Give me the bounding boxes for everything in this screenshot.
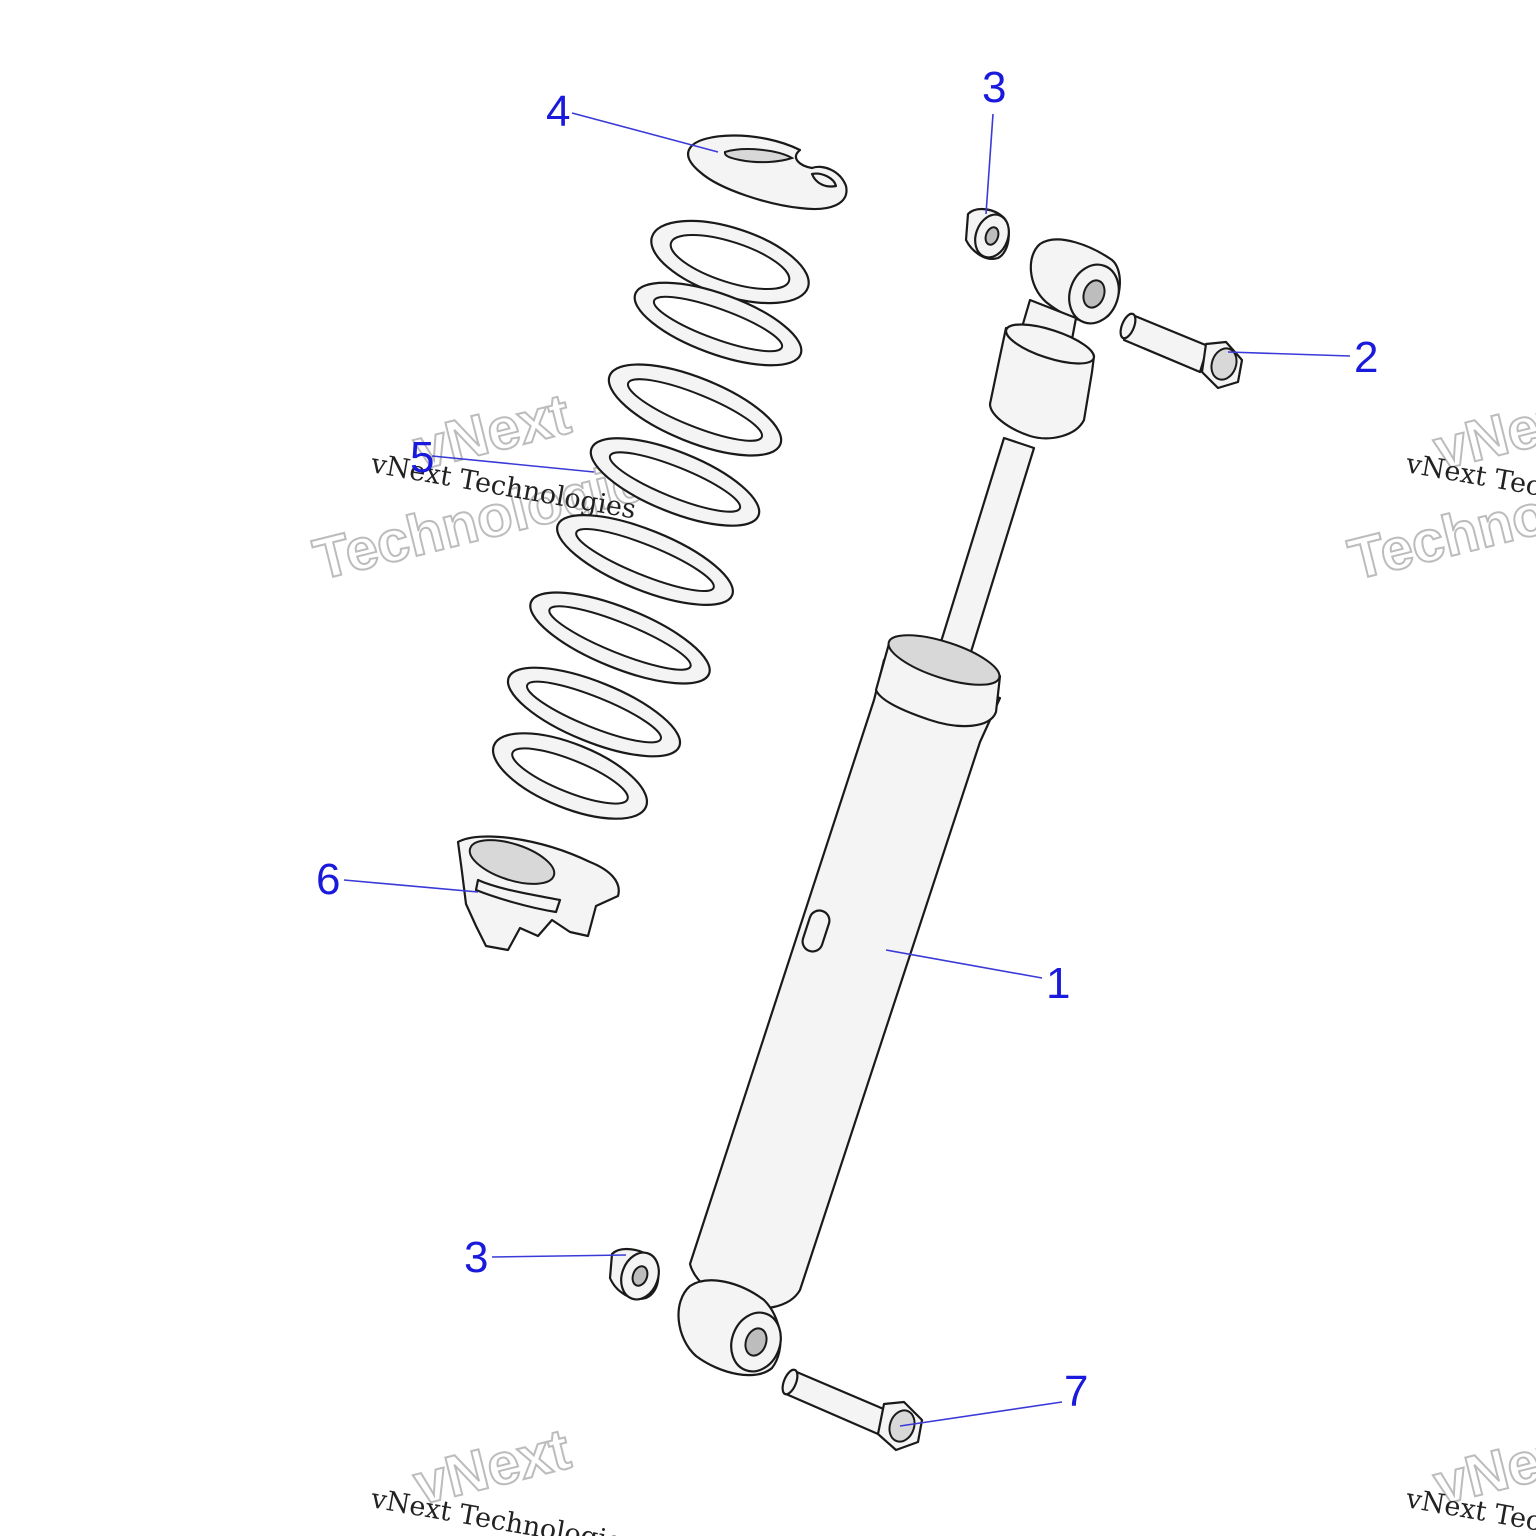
callout-2: 2 (1354, 333, 1378, 382)
callout-3-upper: 3 (982, 63, 1006, 112)
bushing-nut-upper (964, 208, 1010, 260)
callout-labels: 1 2 3 3 4 5 6 7 (316, 63, 1378, 1416)
callout-4: 4 (546, 87, 570, 136)
leader-line-7 (899, 1401, 1063, 1427)
watermark-lower-right: vNext vNext Technologies (1403, 1415, 1536, 1536)
coil-spring (491, 219, 810, 820)
callout-6: 6 (316, 855, 340, 904)
spring-retainer-clip (687, 134, 848, 211)
upper-bolt (1119, 312, 1244, 390)
leader-line-4 (571, 112, 719, 153)
leader-line-6 (343, 879, 479, 893)
callout-1: 1 (1046, 959, 1070, 1008)
callout-7: 7 (1064, 1367, 1088, 1416)
lower-spring-seat (456, 835, 620, 952)
shock-absorber (677, 238, 1121, 1377)
callout-3-lower: 3 (464, 1233, 488, 1282)
watermark-lower-left: vNext vNext Technologies (368, 1415, 639, 1536)
leader-line-3-lower (491, 1254, 627, 1258)
bushing-nut-lower (608, 1248, 660, 1301)
leader-lines (343, 112, 1351, 1427)
watermark-upper-right: vNext Technologies vNext Technologies (1341, 380, 1536, 593)
lower-bolt (781, 1368, 924, 1452)
leader-line-5 (431, 455, 595, 473)
callout-5: 5 (410, 433, 434, 482)
leader-line-3-upper (985, 113, 994, 215)
leader-line-1 (885, 949, 1043, 979)
leader-line-2 (1227, 351, 1351, 357)
